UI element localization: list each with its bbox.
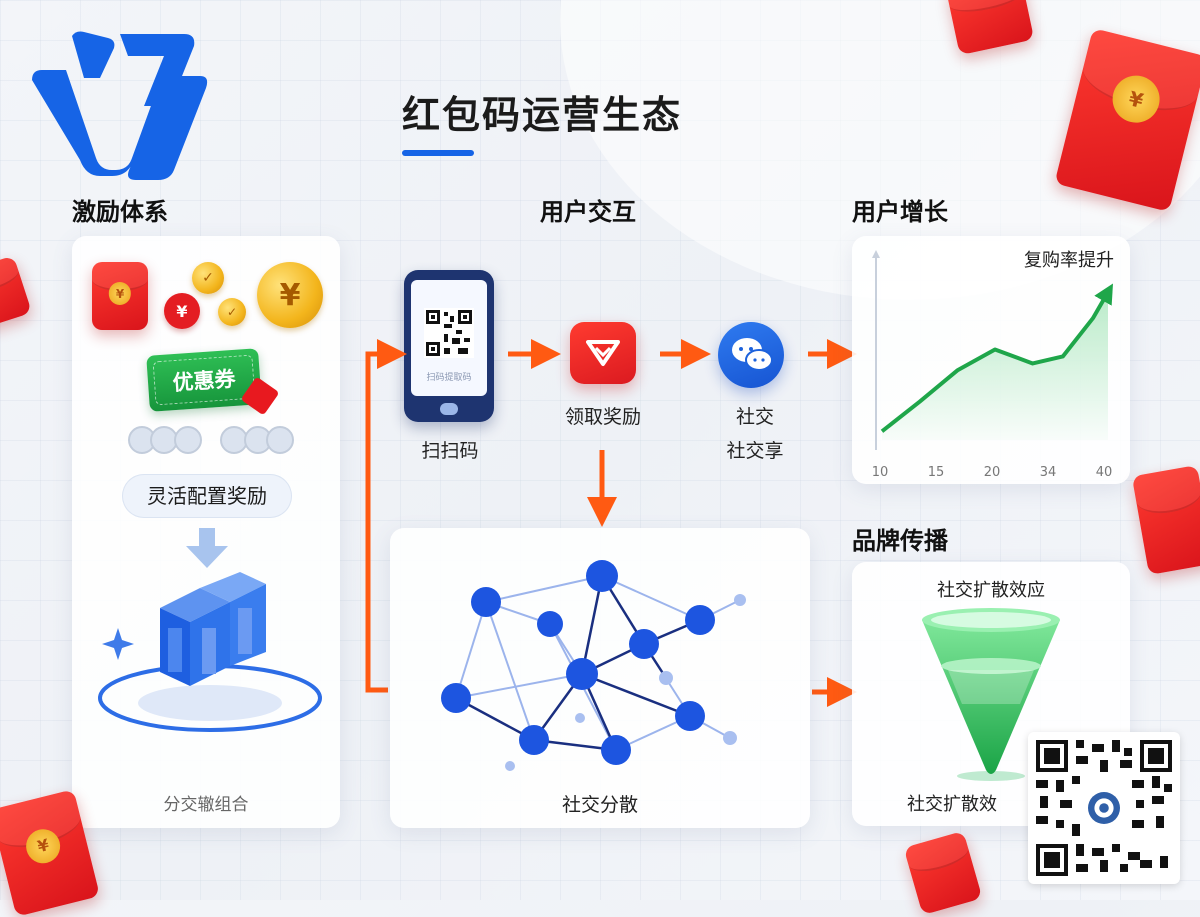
brand-logo <box>32 31 208 180</box>
network-node <box>675 701 705 731</box>
yuan-coin-red-icon: ¥ <box>164 293 200 329</box>
qr-code[interactable] <box>1028 732 1180 884</box>
down-arrow-icon <box>186 528 228 568</box>
section-heading-incentive: 激励体系 <box>72 198 168 226</box>
network-node <box>519 725 549 755</box>
growth-line-chart: 10 15 20 34 40 <box>872 250 1113 480</box>
x-tick-label: 20 <box>984 465 1001 480</box>
network-node <box>471 587 501 617</box>
brand-top-label: 社交扩散效应 <box>937 580 1045 601</box>
network-label: 社交分散 <box>561 794 638 816</box>
network-node <box>685 605 715 635</box>
phone-screen-text: 扫码提取码 <box>426 373 472 383</box>
reward-gift-icon <box>570 322 636 384</box>
chat-bubble-icon <box>718 322 784 388</box>
network-node <box>586 560 618 592</box>
silver-coin-row <box>126 424 296 460</box>
chart-series-line <box>880 283 1113 433</box>
chart-area-fill <box>882 292 1108 440</box>
section-heading-growth: 用户增长 <box>852 198 948 226</box>
social-network-graph <box>441 560 746 771</box>
section-heading-interaction: 用户交互 <box>540 198 636 226</box>
red-envelope-icon: ¥ <box>92 262 148 330</box>
x-tick-label: 40 <box>1096 465 1113 480</box>
brand-bottom-label: 社交扩散效 <box>907 794 997 815</box>
network-node <box>601 735 631 765</box>
network-node <box>629 629 659 659</box>
coin-icon: ✓ <box>218 298 246 326</box>
incentive-bottom-label: 分交辙组合 <box>163 795 249 815</box>
section-heading-brand: 品牌传播 <box>852 527 948 555</box>
page-title: 红包码运营生态 <box>402 93 683 137</box>
funnel-icon <box>922 608 1060 781</box>
scan-label: 扫扫码 <box>421 440 479 462</box>
chart-title: 复购率提升 <box>1024 250 1114 271</box>
qr-code-icon <box>424 308 474 358</box>
network-node <box>441 683 471 713</box>
x-tick-label: 15 <box>928 465 945 480</box>
network-node <box>537 611 563 637</box>
yuan-coin-icon: ¥ <box>257 262 323 328</box>
modular-blocks-icon <box>98 572 322 732</box>
phone-icon: 扫码提取码 <box>404 270 494 422</box>
network-node <box>566 658 598 690</box>
reward-label: 领取奖励 <box>564 406 641 428</box>
x-tick-label: 34 <box>1040 465 1057 480</box>
social-label: 社交 <box>735 406 774 428</box>
title-underline <box>402 150 474 156</box>
coin-icon: ✓ <box>192 262 224 294</box>
social-share-label: 社交享 <box>726 440 784 462</box>
x-tick-label: 10 <box>872 465 889 480</box>
flexible-reward-pill: 灵活配置奖励 <box>122 474 292 518</box>
